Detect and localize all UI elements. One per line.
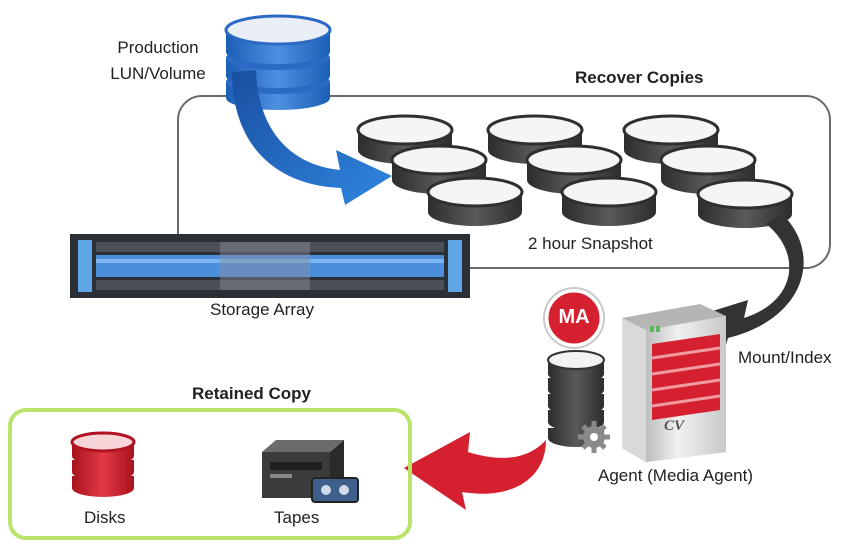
gear-icon	[578, 421, 610, 453]
retained-copy-container	[8, 408, 412, 540]
production-db-icon	[224, 14, 332, 110]
disks-label: Disks	[84, 508, 126, 527]
tape-drive-icon	[262, 440, 359, 503]
production-label-line1: Production	[117, 38, 199, 57]
recover-copies-title: Recover Copies	[575, 68, 704, 87]
snapshot-label: 2 hour Snapshot	[528, 234, 653, 253]
ma-badge-label: MA	[558, 306, 590, 328]
media-agent-server-icon	[547, 304, 726, 462]
production-to-snapshot-arrow	[232, 70, 392, 205]
disk-stack-icon	[70, 431, 136, 497]
agent-to-retained-arrow	[404, 432, 546, 510]
cv-logo: CV	[664, 418, 685, 434]
agent-label: Agent (Media Agent)	[598, 466, 753, 485]
storage-array-icon	[70, 234, 470, 298]
retained-copy-title: Retained Copy	[192, 384, 312, 403]
snapshot-disk-icon	[356, 114, 794, 228]
mount-index-label: Mount/Index	[738, 348, 832, 367]
production-label-line2: LUN/Volume	[110, 64, 206, 83]
recover-copies-container	[177, 95, 831, 269]
tapes-label: Tapes	[274, 508, 320, 527]
ma-badge-circle	[545, 289, 603, 347]
storage-array-label: Storage Array	[210, 300, 314, 319]
